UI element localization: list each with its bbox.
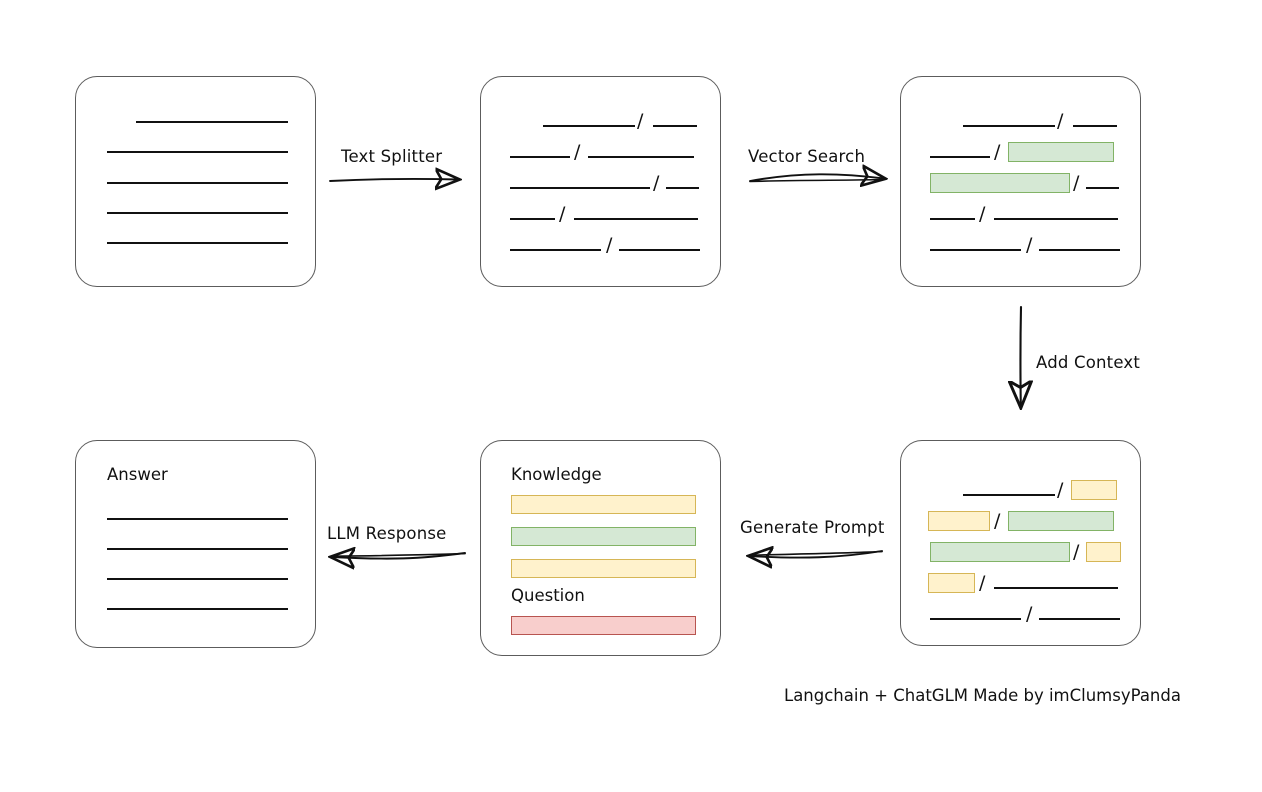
arrow-generate-prompt [750,551,883,558]
node-answer[interactable]: Answer [75,440,316,648]
doc-line-5 [107,242,288,244]
knowledge-label: Knowledge [511,465,602,484]
chunk-line [574,218,698,220]
chunk-line [930,218,975,220]
answer-label: Answer [107,465,168,484]
slash-separator: / [994,510,1001,533]
chunk-line [1039,249,1120,251]
slash-separator: / [1057,110,1064,133]
slash-separator: / [979,203,986,226]
arrow-add-context [1020,305,1021,406]
chunk-line [510,249,601,251]
slash-separator: / [637,110,644,133]
edge-label-generate-prompt: Generate Prompt [740,518,885,537]
chunk-line [510,187,650,189]
slash-separator: / [606,234,613,257]
arrow-text-splitter [329,179,458,181]
context-chunk-green [930,542,1070,562]
doc-line-2 [107,151,288,153]
edge-label-add-context: Add Context [1036,353,1141,372]
knowledge-bar-yellow-2 [511,559,696,578]
chunk-line [510,156,570,158]
answer-line-1 [107,518,288,520]
chunk-line [930,618,1021,620]
answer-line-4 [107,608,288,610]
doc-line-4 [107,212,288,214]
retrieved-chunk-green [930,173,1070,193]
chunk-line [930,249,1021,251]
chunk-line [510,218,555,220]
chunk-line [930,156,990,158]
chunk-line [963,125,1055,127]
context-chunk-yellow [928,511,990,531]
question-label: Question [511,586,585,605]
node-context-chunks[interactable]: / / / / / [900,440,1141,646]
context-chunk-yellow [928,573,975,593]
context-chunk-yellow [1086,542,1121,562]
chunk-line [1073,125,1117,127]
chunk-line [619,249,700,251]
slash-separator: / [1026,603,1033,626]
chunk-line [994,587,1118,589]
node-source-document[interactable] [75,76,316,287]
edge-label-text-splitter: Text Splitter [341,147,443,166]
slash-separator: / [653,172,660,195]
node-prompt[interactable]: Knowledge Question [480,440,721,656]
chunk-line [588,156,694,158]
slash-separator: / [559,203,566,226]
answer-line-3 [107,578,288,580]
context-chunk-green [1008,511,1114,531]
slash-separator: / [1026,234,1033,257]
slash-separator: / [1073,541,1080,564]
edge-label-llm-response: LLM Response [327,524,447,543]
knowledge-bar-green [511,527,696,546]
arrow-vector-search [749,174,884,181]
context-chunk-yellow [1071,480,1117,500]
chunk-line [653,125,697,127]
slash-separator: / [574,141,581,164]
question-bar-red [511,616,696,635]
chunk-line [543,125,635,127]
arrow-llm-response [332,553,466,559]
chunk-line [1039,618,1120,620]
slash-separator: / [994,141,1001,164]
chunk-line [963,494,1055,496]
doc-line-1 [136,121,288,123]
slash-separator: / [979,572,986,595]
slash-separator: / [1057,479,1064,502]
chunk-line [666,187,699,189]
node-retrieved-chunks[interactable]: / / / / / [900,76,1141,287]
chunk-line [1086,187,1119,189]
slash-separator: / [1073,172,1080,195]
footer-credit: Langchain + ChatGLM Made by imClumsyPand… [784,686,1181,705]
retrieved-chunk-green [1008,142,1114,162]
node-split-chunks[interactable]: / / / / / [480,76,721,287]
edge-label-vector-search: Vector Search [748,147,866,166]
knowledge-bar-yellow-1 [511,495,696,514]
doc-line-3 [107,182,288,184]
answer-line-2 [107,548,288,550]
chunk-line [994,218,1118,220]
